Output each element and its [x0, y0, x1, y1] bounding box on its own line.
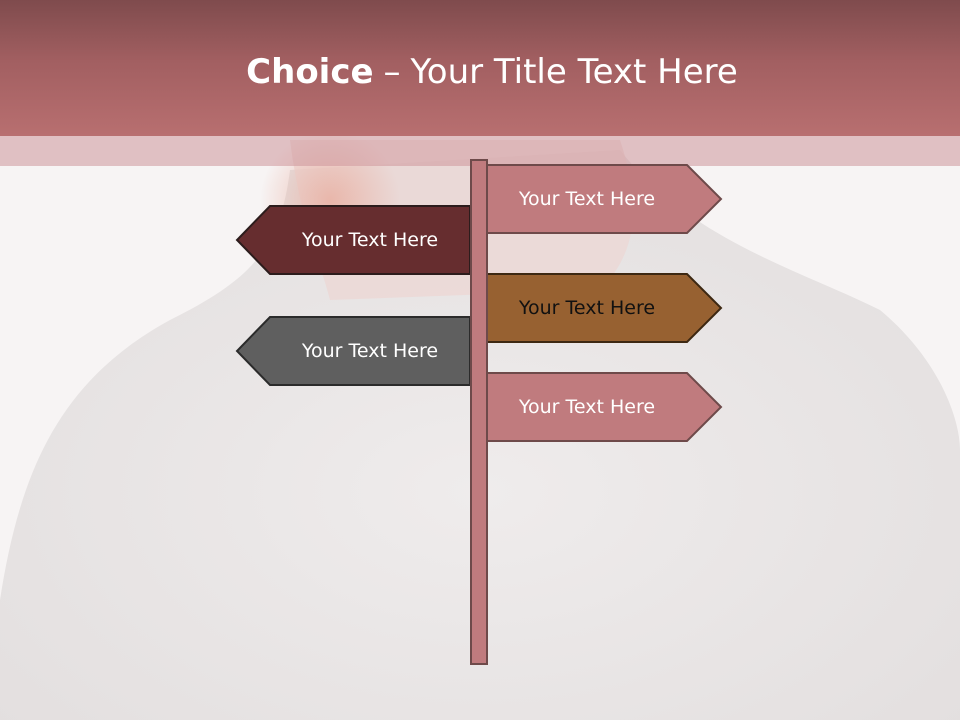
title-band [0, 0, 960, 136]
sign-1-label: Your Text Here [518, 188, 656, 210]
sign-2-label: Your Text Here [301, 229, 439, 251]
title-rest: Your Title Text Here [410, 52, 738, 92]
sign-3-label: Your Text Here [518, 297, 656, 319]
title-dash: – [383, 52, 401, 92]
sign-5-label: Your Text Here [518, 396, 656, 418]
sign-4-label: Your Text Here [301, 340, 439, 362]
slide-title: Choice–Your Title Text Here [0, 52, 960, 92]
title-bold: Choice [246, 52, 374, 92]
signpost-pole [470, 159, 488, 665]
